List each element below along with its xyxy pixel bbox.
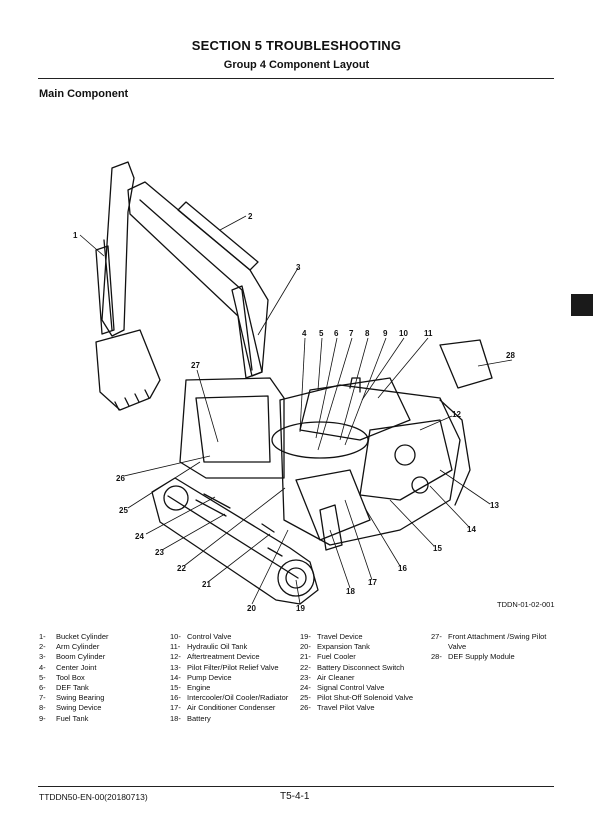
arm-illustration — [101, 161, 135, 337]
footer-document-code: TTDDN50-EN-00(20180713) — [39, 792, 148, 802]
callout-18: 18 — [346, 587, 355, 596]
legend-item: 5-Tool Box — [39, 672, 85, 682]
callout-19: 19 — [296, 604, 305, 613]
cab-illustration — [179, 377, 285, 479]
legend-item: 22-Battery Disconnect Switch — [300, 662, 405, 672]
legend-item: 20-Expansion Tank — [300, 642, 370, 652]
callout-2: 2 — [248, 212, 253, 221]
def-supply-module-illustration — [439, 339, 493, 389]
callout-24: 24 — [135, 532, 144, 541]
legend-column-1: 1-Bucket Cylinder 2-Arm Cylinder 3-Boom … — [39, 632, 109, 724]
callout-26: 26 — [116, 474, 125, 483]
callout-25: 25 — [119, 506, 128, 515]
legend-column-3: 19-Travel Device 20-Expansion Tank 21-Fu… — [300, 632, 413, 714]
legend-item: 2-Arm Cylinder — [39, 642, 100, 652]
callout-6: 6 — [334, 329, 339, 338]
arm-cylinder-illustration — [177, 201, 259, 271]
page-title: SECTION 5 TROUBLESHOOTING — [191, 38, 402, 53]
legend-item: 21-Fuel Cooler — [300, 652, 356, 662]
legend-column-4: 27-Front Attachment /Swing Pilot Valve 2… — [431, 632, 558, 663]
callout-4: 4 — [302, 329, 307, 338]
legend-item: 17-Air Conditioner Condenser — [170, 703, 276, 713]
callout-23: 23 — [155, 548, 164, 557]
callout-17: 17 — [368, 578, 377, 587]
callout-5: 5 — [319, 329, 324, 338]
legend-item: 19-Travel Device — [300, 632, 363, 641]
footer-page-number: T5-4-1 — [280, 791, 310, 802]
callout-13: 13 — [490, 501, 499, 510]
callout-28: 28 — [506, 351, 515, 360]
callout-20: 20 — [247, 604, 256, 613]
legend-item: 26-Travel Pilot Valve — [300, 703, 375, 713]
figure-code: TDDN-01-02-001 — [497, 600, 555, 609]
legend-item: 10-Control Valve — [170, 632, 232, 641]
footer-rule — [38, 786, 554, 787]
callout-22: 22 — [177, 564, 186, 573]
legend-item: 27-Front Attachment /Swing Pilot Valve — [431, 632, 547, 652]
legend-item: 3-Boom Cylinder — [39, 652, 106, 662]
section-heading: Main Component — [39, 88, 129, 100]
callout-12: 12 — [452, 410, 461, 419]
callout-14: 14 — [467, 525, 476, 534]
legend-item: 25-Pilot Shut-Off Solenoid Valve — [300, 693, 414, 703]
legend-item: 14-Pump Device — [170, 672, 232, 682]
excavator-component-figure: 1 2 3 4 5 6 7 8 9 10 11 12 13 14 15 16 1… — [73, 161, 515, 613]
callout-15: 15 — [433, 544, 442, 553]
callout-27: 27 — [191, 361, 200, 370]
legend-column-2: 10-Control Valve 11-Hydraulic Oil Tank 1… — [170, 632, 288, 724]
legend-item: 7-Swing Bearing — [39, 693, 105, 703]
callout-21: 21 — [202, 580, 211, 589]
group-title: Group 4 Component Layout — [223, 59, 370, 71]
legend-item: 13-Pilot Filter/Pilot Relief Valve — [170, 662, 279, 672]
bucket-cylinder-illustration — [95, 245, 115, 335]
legend-item: 6-DEF Tank — [39, 683, 89, 693]
callout-10: 10 — [399, 329, 408, 338]
callout-11: 11 — [424, 329, 433, 338]
section-tab-marker — [571, 294, 593, 316]
legend-item: 23-Air Cleaner — [300, 672, 355, 682]
header-rule — [38, 78, 554, 79]
callout-7: 7 — [349, 329, 354, 338]
track-illustration — [151, 477, 319, 605]
boom-cylinder-illustration — [231, 285, 263, 377]
callout-16: 16 — [398, 564, 407, 573]
legend-item: 16-Intercooler/Oil Cooler/Radiator — [170, 693, 289, 703]
upper-structure-illustration — [279, 384, 461, 546]
legend-item: 24-Signal Control Valve — [300, 683, 385, 693]
legend-item: 18-Battery — [170, 713, 211, 723]
legend-item: 1-Bucket Cylinder — [39, 632, 109, 641]
legend-item: 4-Center Joint — [39, 662, 97, 672]
legend-item: 28-DEF Supply Module — [431, 652, 515, 662]
bucket-illustration — [95, 329, 161, 411]
callout-3: 3 — [296, 263, 301, 272]
legend-item: 11-Hydraulic Oil Tank — [170, 642, 248, 652]
legend-item: 15-Engine — [170, 683, 211, 693]
callout-1: 1 — [73, 231, 78, 240]
callout-8: 8 — [365, 329, 370, 338]
legend-item: 9-Fuel Tank — [39, 713, 89, 723]
callout-9: 9 — [383, 329, 388, 338]
legend-item: 12-Aftertreatment Device — [170, 652, 260, 662]
legend-item: 8-Swing Device — [39, 703, 102, 713]
